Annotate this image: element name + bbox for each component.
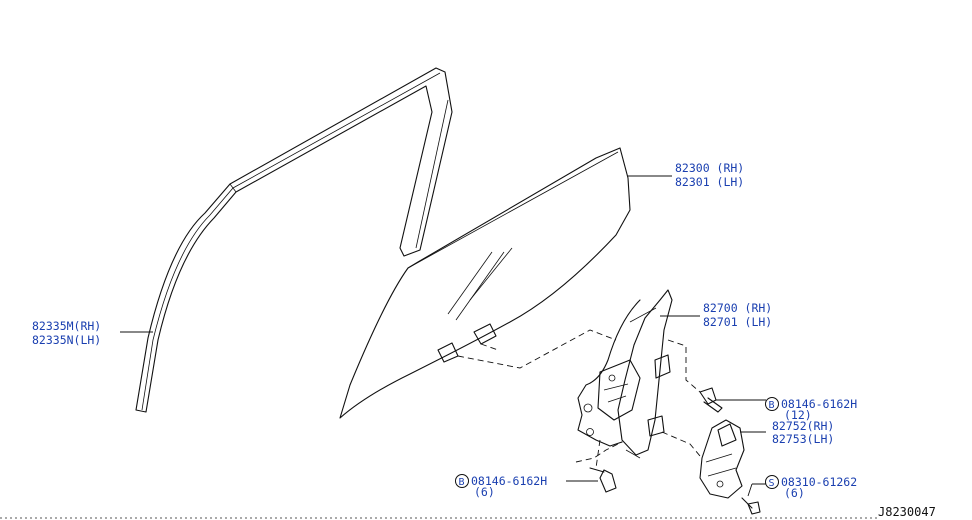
callout-bolt-right-qty: (12) bbox=[784, 408, 812, 422]
callout-regulator-lh: 82701 (LH) bbox=[703, 315, 772, 329]
assembly-line-bolt bbox=[575, 441, 623, 463]
window-regulator bbox=[577, 289, 673, 459]
marker-s-screw: S bbox=[765, 475, 779, 489]
callout-motor-rh: 82752(RH) bbox=[772, 419, 834, 433]
svg-text:B: B bbox=[459, 477, 465, 488]
assembly-line-right bbox=[661, 431, 701, 457]
callout-motor-lh: 82753(LH) bbox=[772, 432, 834, 446]
callout-bolt-left-qty: (6) bbox=[474, 485, 495, 499]
assembly-line-lower bbox=[595, 439, 601, 469]
assembly-line-glass-2 bbox=[480, 343, 499, 351]
assembly-line-glass bbox=[457, 329, 617, 369]
callout-glass-lh: 82301 (LH) bbox=[675, 175, 744, 189]
callout-regulator-rh: 82700 (RH) bbox=[703, 301, 772, 315]
glass-run-channel bbox=[135, 67, 453, 413]
bolt-left bbox=[589, 467, 617, 493]
callout-screw-qty: (6) bbox=[784, 486, 805, 500]
assembly-line-motor bbox=[667, 339, 701, 393]
screw bbox=[741, 497, 761, 515]
callout-screw-part: 08310-61262 bbox=[781, 475, 857, 489]
marker-b-left: B bbox=[455, 474, 469, 488]
regulator-motor bbox=[699, 419, 745, 499]
callout-bolt-right-part: 08146-6162H bbox=[781, 397, 857, 411]
callout-bolt-left-part: 08146-6162H bbox=[471, 474, 547, 488]
svg-text:S: S bbox=[769, 478, 775, 489]
leader-screw bbox=[747, 483, 766, 497]
svg-text:B: B bbox=[769, 400, 775, 411]
reference-code: J8230047 bbox=[878, 505, 936, 519]
door-glass bbox=[339, 147, 631, 419]
callout-run-channel-lh: 82335N(LH) bbox=[32, 333, 101, 347]
callout-run-channel-rh: 82335M(RH) bbox=[32, 319, 101, 333]
marker-b-right: B bbox=[765, 397, 779, 411]
callout-glass-rh: 82300 (RH) bbox=[675, 161, 744, 175]
